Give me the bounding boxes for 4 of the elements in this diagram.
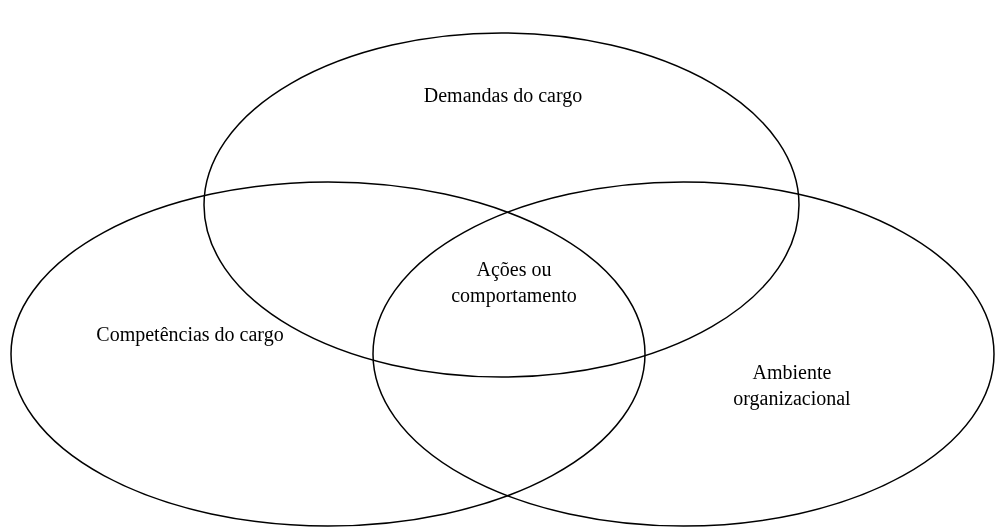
intersection-label: Ações ou comportamento [450,257,578,308]
set-label: Competências do cargo [95,322,285,347]
set-label: Ambiente organizacional [732,360,852,411]
set-label: Demandas do cargo [422,83,584,108]
